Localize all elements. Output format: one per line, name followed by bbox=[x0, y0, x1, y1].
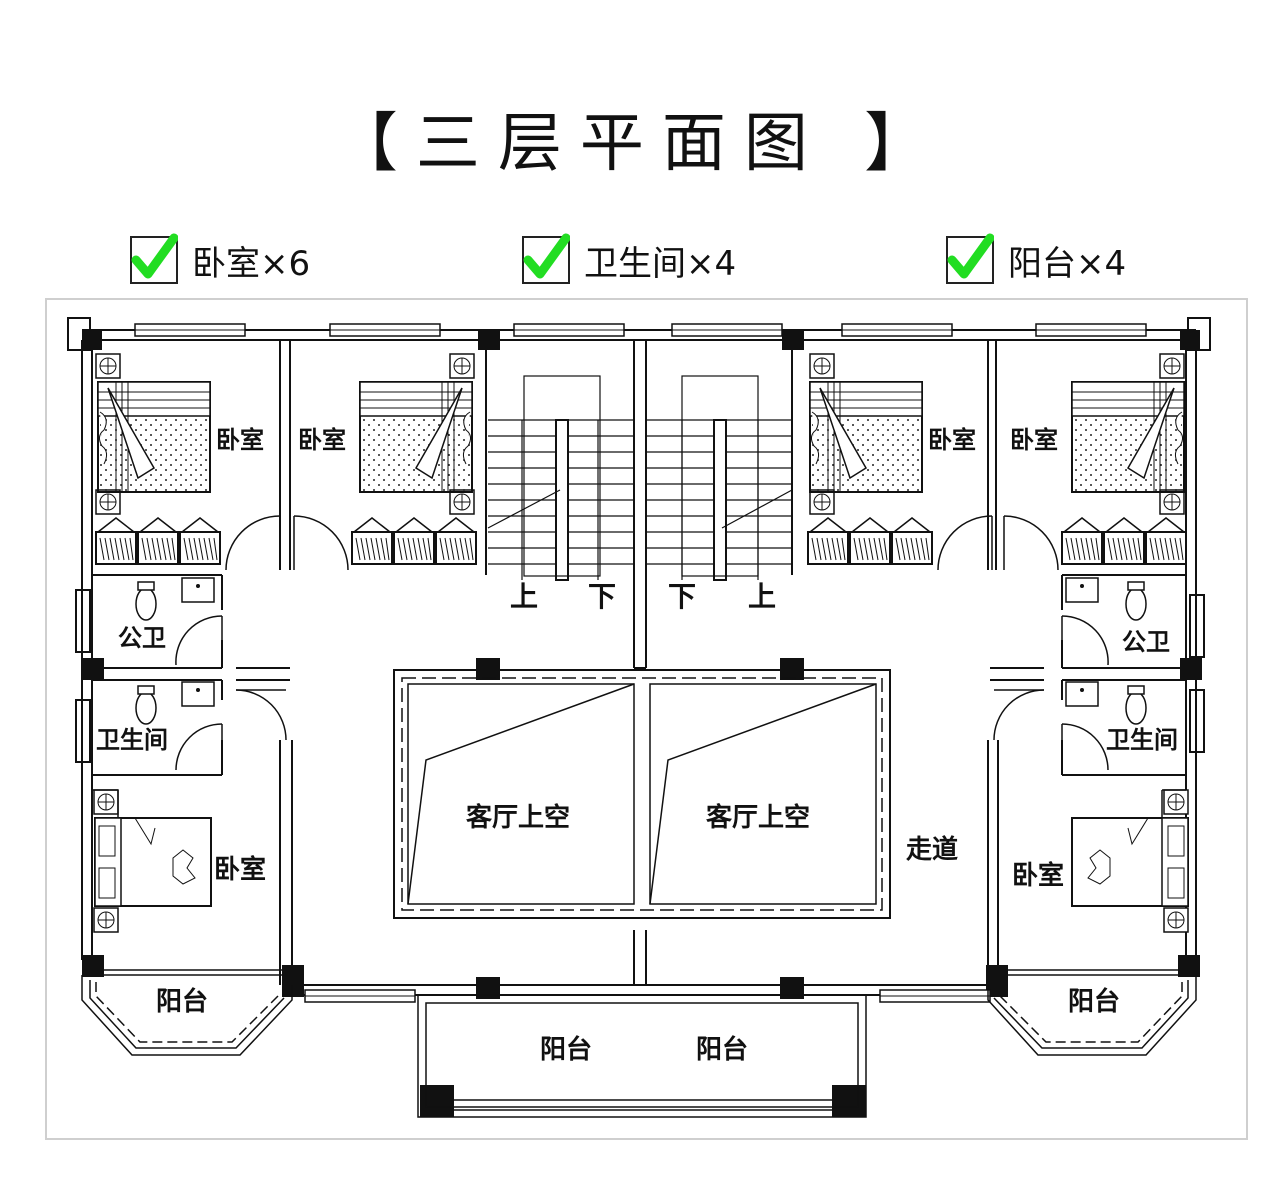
legend-item-bathroom: 卫生间×4 bbox=[522, 233, 737, 284]
top-windows bbox=[134, 323, 1147, 1003]
legend-label: 卧室×6 bbox=[192, 243, 311, 284]
bedroom-top-right-furniture bbox=[1061, 353, 1187, 565]
floor-plan-frame bbox=[45, 298, 1248, 1140]
balcony-outlines bbox=[81, 975, 1197, 1118]
legend-item-bedroom: 卧室×6 bbox=[130, 233, 311, 284]
green-check-icon bbox=[130, 233, 178, 284]
room-label-bathroom: 卫生间 bbox=[96, 726, 168, 754]
bedroom-top-2-furniture bbox=[351, 353, 477, 565]
room-label-bedroom: 卧室 bbox=[928, 426, 976, 454]
bedroom-top-left-furniture bbox=[95, 353, 221, 565]
living-void-outlines bbox=[393, 669, 891, 919]
legend-label: 阳台×4 bbox=[1008, 243, 1127, 284]
room-label-bathroom: 卫生间 bbox=[1106, 726, 1178, 754]
room-label-public-bath: 公卫 bbox=[118, 624, 166, 652]
room-label-living-void: 客厅上空 bbox=[706, 802, 810, 833]
room-label-bedroom: 卧室 bbox=[1010, 426, 1058, 454]
doors bbox=[175, 515, 1109, 771]
bedroom-bottom-left-furniture bbox=[93, 789, 212, 933]
room-label-bedroom: 卧室 bbox=[214, 854, 266, 885]
room-label-balcony: 阳台 bbox=[1068, 986, 1120, 1017]
stair-label-up: 上 bbox=[510, 580, 538, 613]
bathroom-fixtures bbox=[135, 577, 1147, 725]
staircase bbox=[487, 375, 793, 581]
bedroom-bottom-right-furniture bbox=[1071, 789, 1189, 933]
green-check-icon bbox=[522, 233, 570, 284]
exterior-walls bbox=[67, 317, 1211, 996]
room-label-balcony: 阳台 bbox=[696, 1034, 748, 1065]
room-label-bedroom: 卧室 bbox=[1012, 860, 1064, 891]
columns bbox=[82, 330, 1202, 1117]
stair-label-down: 下 bbox=[588, 580, 616, 613]
room-label-living-void: 客厅上空 bbox=[466, 802, 570, 833]
green-check-icon bbox=[946, 233, 994, 284]
page-title: 【三层平面图 】 bbox=[333, 107, 947, 181]
room-label-bedroom: 卧室 bbox=[298, 426, 346, 454]
room-label-public-bath: 公卫 bbox=[1122, 628, 1170, 656]
legend-item-balcony: 阳台×4 bbox=[946, 233, 1127, 284]
bedroom-top-3-furniture bbox=[807, 353, 933, 565]
bedroom-walls-bottom bbox=[92, 789, 1186, 976]
room-label-balcony: 阳台 bbox=[156, 986, 208, 1017]
room-label-corridor: 走道 bbox=[906, 834, 958, 865]
room-label-bedroom: 卧室 bbox=[216, 426, 264, 454]
stair-label-up: 上 bbox=[748, 580, 776, 613]
legend-label: 卫生间×4 bbox=[584, 243, 737, 284]
room-label-balcony: 阳台 bbox=[540, 1034, 592, 1065]
stair-label-down: 下 bbox=[668, 580, 696, 613]
